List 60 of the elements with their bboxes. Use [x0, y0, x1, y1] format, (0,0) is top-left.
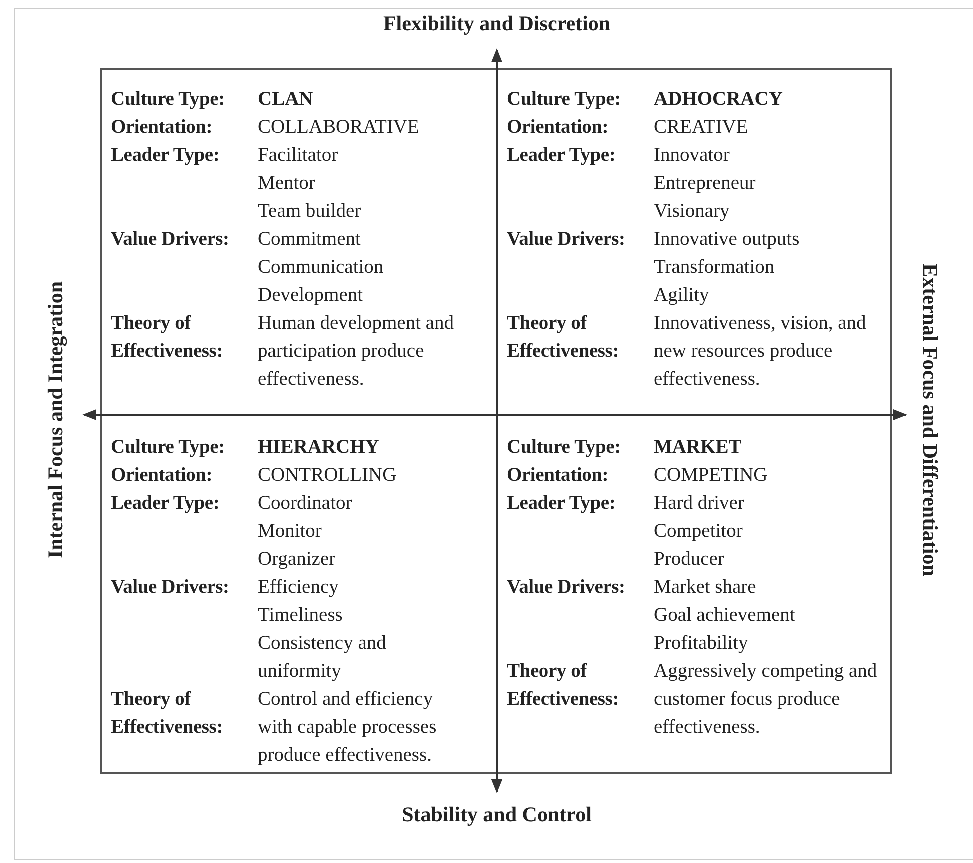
- field-label: Orientation:: [111, 116, 214, 140]
- field-value: Innovator: [654, 144, 731, 168]
- field-value: Producer: [654, 548, 726, 572]
- field-value: Profitability: [654, 632, 750, 656]
- field-value: CREATIVE: [654, 116, 750, 140]
- field-value: Agility: [654, 284, 710, 308]
- field-label: Culture Type:: [507, 88, 622, 112]
- field-label: Theory of Effectiveness:: [111, 312, 224, 364]
- axis-label: Internal Focus and Integration: [44, 281, 68, 559]
- field-value: HIERARCHY: [258, 436, 380, 460]
- field-value: COMPETING: [654, 464, 769, 488]
- field-value: Aggressively competing and customer focus produce effectiveness.: [654, 660, 878, 740]
- field-value: Competitor: [654, 520, 744, 544]
- field-value: Innovative outputs: [654, 228, 801, 252]
- field-value: Control and efficiency with capable processes produce effectiveness.: [258, 688, 438, 768]
- field-value: CONTROLLING: [258, 464, 398, 488]
- field-label: Culture Type:: [507, 436, 622, 460]
- axis-label: External Focus and Differentiation: [918, 264, 942, 576]
- field-label: Leader Type:: [507, 144, 617, 168]
- field-label: Leader Type:: [111, 492, 221, 516]
- field-label: Orientation:: [111, 464, 214, 488]
- field-value: Coordinator: [258, 492, 354, 516]
- field-value: Efficiency: [258, 576, 340, 600]
- field-label: Value Drivers:: [507, 576, 626, 600]
- field-label: Culture Type:: [111, 436, 226, 460]
- field-value: Communication: [258, 256, 385, 280]
- field-label: Leader Type:: [111, 144, 221, 168]
- field-value: Commitment: [258, 228, 362, 252]
- field-value: Hard driver: [654, 492, 746, 516]
- field-value: Team builder: [258, 200, 362, 224]
- field-value: CLAN: [258, 88, 314, 112]
- field-label: Theory of Effectiveness:: [507, 660, 620, 712]
- field-label: Leader Type:: [507, 492, 617, 516]
- field-value: Entrepreneur: [654, 172, 757, 196]
- field-label: Value Drivers:: [111, 228, 230, 252]
- field-value: Goal achievement: [654, 604, 796, 628]
- field-value: COLLABORATIVE: [258, 116, 420, 140]
- field-label: Orientation:: [507, 116, 610, 140]
- field-value: Visionary: [654, 200, 731, 224]
- axis-label: Stability and Control: [402, 802, 592, 828]
- field-value: Organizer: [258, 548, 337, 572]
- field-value: Human development and participation produce effectiveness.: [258, 312, 456, 392]
- field-value: ADHOCRACY: [654, 88, 784, 112]
- field-value: Transformation: [654, 256, 776, 280]
- field-value: Timeliness: [258, 604, 344, 628]
- field-value: Monitor: [258, 520, 323, 544]
- field-value: Mentor: [258, 172, 316, 196]
- field-label: Theory of Effectiveness:: [507, 312, 620, 364]
- field-value: MARKET: [654, 436, 743, 460]
- field-value: Development: [258, 284, 364, 308]
- field-label: Culture Type:: [111, 88, 226, 112]
- field-label: Value Drivers:: [507, 228, 626, 252]
- field-label: Value Drivers:: [111, 576, 230, 600]
- field-value: Market share: [654, 576, 758, 600]
- field-label: Orientation:: [507, 464, 610, 488]
- field-value: Facilitator: [258, 144, 340, 168]
- field-value: Innovativeness, vision, and new resources produce effectiveness.: [654, 312, 868, 392]
- field-value: Consistency and uniformity: [258, 632, 388, 684]
- axis-label: Flexibility and Discretion: [383, 12, 611, 36]
- field-label: Theory of Effectiveness:: [111, 688, 224, 740]
